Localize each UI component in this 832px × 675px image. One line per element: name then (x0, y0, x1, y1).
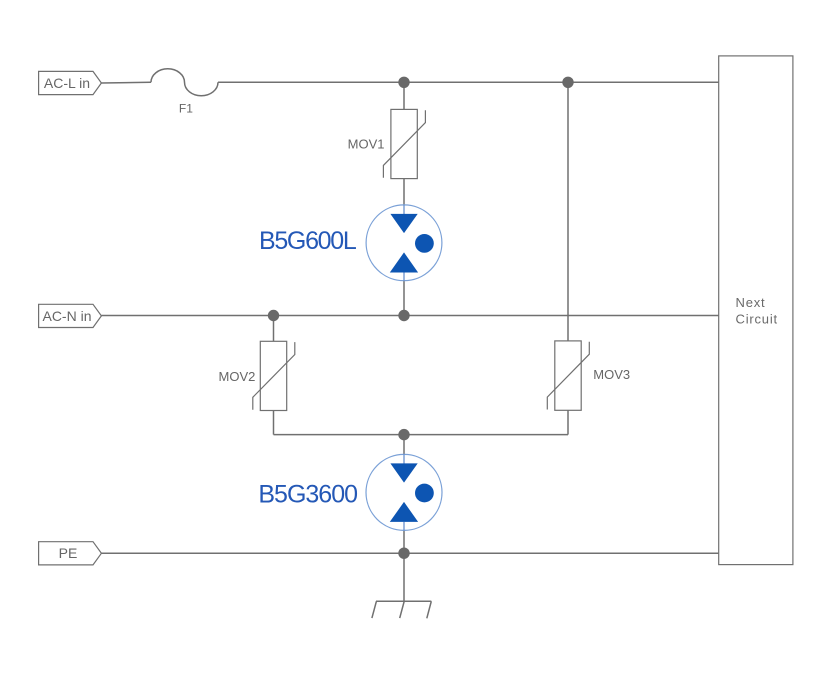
svg-text:B5G3600: B5G3600 (258, 480, 357, 508)
svg-text:Circuit: Circuit (736, 312, 778, 327)
svg-text:F1: F1 (179, 102, 193, 116)
svg-text:MOV2: MOV2 (219, 369, 256, 384)
svg-text:AC-L in: AC-L in (44, 75, 90, 91)
svg-text:MOV1: MOV1 (348, 136, 385, 151)
svg-text:AC-N in: AC-N in (42, 308, 91, 324)
svg-text:B5G600L: B5G600L (259, 227, 357, 255)
svg-text:PE: PE (59, 545, 78, 561)
svg-text:Next: Next (736, 295, 766, 310)
svg-text:MOV3: MOV3 (593, 367, 630, 382)
